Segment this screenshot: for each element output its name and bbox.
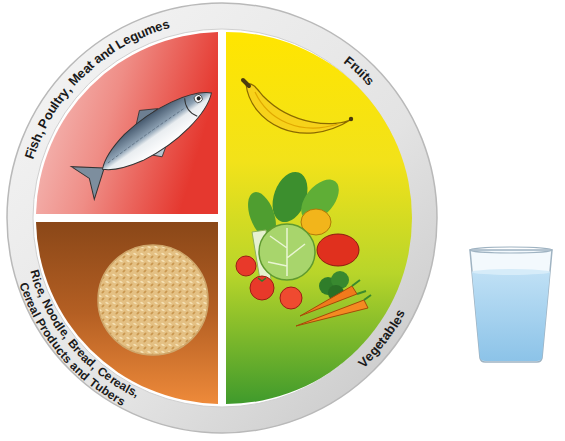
section-fill [36,222,218,404]
section-shape [36,32,218,214]
fish [67,71,225,203]
vegetables [236,167,371,326]
banana [243,80,353,133]
section-fill [226,32,412,404]
section-label: Fish, Poultry, Meat and Legumes [23,17,174,163]
protein-section: Fish, Poultry, Meat and Legumes [36,32,218,214]
plate-edge [7,3,437,433]
grain-section: Rice, Noodle, Bread, Cereals,Cereal Prod… [36,222,218,404]
section-shape [36,222,218,404]
rice-mound [98,245,208,355]
plate-well [33,29,411,407]
section-label: Rice, Noodle, Bread, Cereals,Cereal Prod… [17,267,143,408]
produce-section: FruitsVegetables [226,32,408,404]
section-label: Fruits [341,53,377,88]
water-glass [470,247,552,362]
section-fill [36,32,218,214]
section-label: Vegetables [356,306,408,370]
